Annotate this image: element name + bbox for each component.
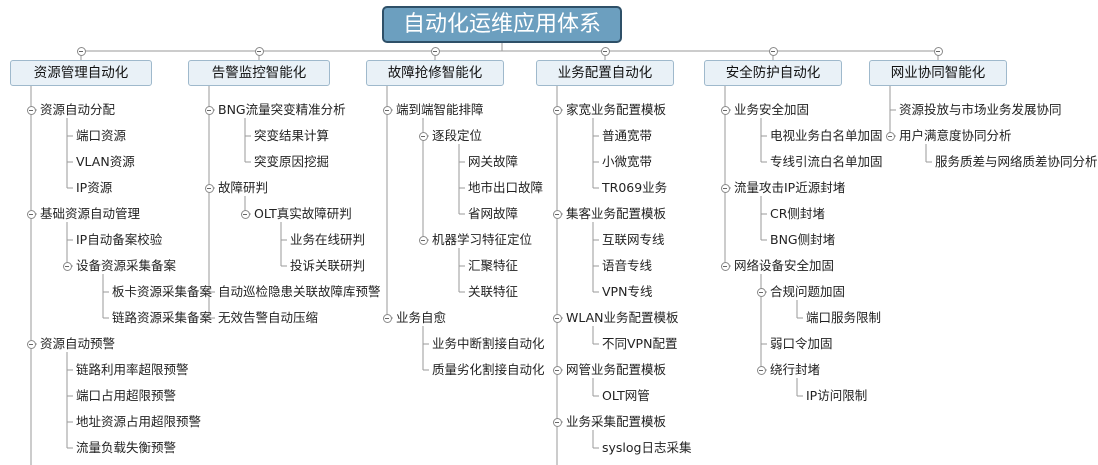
collapse-toggle-icon[interactable]	[600, 46, 610, 56]
collapse-toggle-icon[interactable]	[76, 46, 86, 56]
collapse-toggle-icon[interactable]	[885, 131, 895, 141]
tree-node[interactable]: 端到端智能排障	[396, 102, 484, 117]
tree-node[interactable]: 流量负载失衡预警	[76, 440, 177, 455]
tree-node[interactable]: 网关故障	[468, 154, 519, 169]
collapse-toggle-icon[interactable]	[204, 183, 214, 193]
tree-node[interactable]: 突变结果计算	[254, 128, 330, 143]
tree-node[interactable]: 网管业务配置模板	[566, 362, 667, 377]
collapse-toggle-icon[interactable]	[418, 131, 428, 141]
tree-node[interactable]: 资源自动分配	[40, 102, 116, 117]
tree-node[interactable]: 集客业务配置模板	[566, 206, 667, 221]
tree-node[interactable]: BNG侧封堵	[770, 232, 836, 247]
tree-node[interactable]: 语音专线	[602, 258, 653, 273]
collapse-toggle-icon[interactable]	[720, 183, 730, 193]
collapse-toggle-icon[interactable]	[933, 46, 943, 56]
tree-node[interactable]: 端口占用超限预警	[76, 388, 177, 403]
tree-node[interactable]: 业务中断割接自动化	[432, 336, 545, 351]
collapse-toggle-icon[interactable]	[430, 46, 440, 56]
tree-node[interactable]: 服务质差与网络质差协同分析	[935, 154, 1098, 169]
tree-node[interactable]: 电视业务白名单加固	[770, 128, 883, 143]
tree-node[interactable]: 流量攻击IP近源封堵	[734, 180, 846, 195]
branch-node[interactable]: 告警监控智能化	[188, 60, 330, 86]
tree-node[interactable]: VPN专线	[602, 284, 653, 299]
collapse-toggle-icon[interactable]	[552, 365, 562, 375]
tree-node[interactable]: IP资源	[76, 180, 113, 195]
branch-node[interactable]: 安全防护自动化	[704, 60, 842, 86]
tree-node[interactable]: 业务在线研判	[290, 232, 366, 247]
tree-node[interactable]: 网络设备安全加固	[734, 258, 835, 273]
collapse-toggle-icon[interactable]	[720, 261, 730, 271]
tree-node[interactable]: 小微宽带	[602, 154, 653, 169]
tree-node[interactable]: OLT真实故障研判	[254, 206, 352, 221]
collapse-toggle-icon[interactable]	[240, 209, 250, 219]
tree-node[interactable]: 不同VPN配置	[602, 336, 678, 351]
collapse-toggle-icon[interactable]	[62, 261, 72, 271]
tree-node[interactable]: 汇聚特征	[468, 258, 519, 273]
branch-node[interactable]: 网业协同智能化	[869, 60, 1007, 86]
collapse-toggle-icon[interactable]	[254, 46, 264, 56]
tree-node[interactable]: 质量劣化割接自动化	[432, 362, 545, 377]
collapse-toggle-icon[interactable]	[418, 235, 428, 245]
tree-node[interactable]: 互联网专线	[602, 232, 665, 247]
tree-node[interactable]: OLT网管	[602, 388, 650, 403]
tree-node[interactable]: 地址资源占用超限预警	[76, 414, 202, 429]
tree-node[interactable]: 专线引流白名单加固	[770, 154, 883, 169]
root-title: 自动化运维应用体系	[382, 6, 622, 43]
tree-node[interactable]: 自动巡检隐患关联故障库预警	[218, 284, 381, 299]
tree-node[interactable]: 省网故障	[468, 206, 519, 221]
tree-node[interactable]: 投诉关联研判	[290, 258, 366, 273]
collapse-toggle-icon[interactable]	[756, 287, 766, 297]
branch-node[interactable]: 故障抢修智能化	[366, 60, 504, 86]
tree-node[interactable]: 端口服务限制	[806, 310, 882, 325]
tree-node[interactable]: 故障研判	[218, 180, 269, 195]
collapse-toggle-icon[interactable]	[552, 209, 562, 219]
tree-node[interactable]: 链路利用率超限预警	[76, 362, 189, 377]
tree-node[interactable]: 弱口令加固	[770, 336, 833, 351]
tree-node[interactable]: 地市出口故障	[468, 180, 544, 195]
tree-node[interactable]: 关联特征	[468, 284, 519, 299]
collapse-toggle-icon[interactable]	[26, 105, 36, 115]
collapse-toggle-icon[interactable]	[552, 105, 562, 115]
tree-node[interactable]: 逐段定位	[432, 128, 483, 143]
tree-node[interactable]: syslog日志采集	[602, 440, 692, 455]
collapse-toggle-icon[interactable]	[204, 105, 214, 115]
collapse-toggle-icon[interactable]	[720, 105, 730, 115]
collapse-toggle-icon[interactable]	[756, 365, 766, 375]
tree-node[interactable]: 突变原因挖掘	[254, 154, 330, 169]
tree-node[interactable]: 板卡资源采集备案	[112, 284, 213, 299]
collapse-toggle-icon[interactable]	[768, 46, 778, 56]
tree-node[interactable]: 资源自动预警	[40, 336, 116, 351]
tree-node[interactable]: IP访问限制	[806, 388, 868, 403]
tree-node[interactable]: 设备资源采集备案	[76, 258, 177, 273]
tree-node[interactable]: WLAN业务配置模板	[566, 310, 679, 325]
tree-node[interactable]: 基础资源自动管理	[40, 206, 141, 221]
tree-node[interactable]: 业务自愈	[396, 310, 447, 325]
collapse-toggle-icon[interactable]	[26, 339, 36, 349]
tree-node[interactable]: BNG流量突变精准分析	[218, 102, 346, 117]
tree-node[interactable]: VLAN资源	[76, 154, 135, 169]
collapse-toggle-icon[interactable]	[552, 313, 562, 323]
branch-node[interactable]: 资源管理自动化	[10, 60, 152, 86]
collapse-toggle-icon[interactable]	[382, 105, 392, 115]
tree-node[interactable]: 业务安全加固	[734, 102, 810, 117]
tree-node[interactable]: IP自动备案校验	[76, 232, 163, 247]
branch-node[interactable]: 业务配置自动化	[536, 60, 674, 86]
collapse-toggle-icon[interactable]	[26, 209, 36, 219]
tree-node[interactable]: 绕行封堵	[770, 362, 821, 377]
tree-node[interactable]: 机器学习特征定位	[432, 232, 533, 247]
tree-node[interactable]: CR侧封堵	[770, 206, 825, 221]
tree-node[interactable]: 端口资源	[76, 128, 127, 143]
tree-node[interactable]: 业务采集配置模板	[566, 414, 667, 429]
tree-node[interactable]: 无效告警自动压缩	[218, 310, 319, 325]
tree-node[interactable]: 用户满意度协同分析	[899, 128, 1012, 143]
collapse-toggle-icon[interactable]	[382, 313, 392, 323]
tree-node[interactable]: 合规问题加固	[770, 284, 846, 299]
tree-node[interactable]: 链路资源采集备案	[112, 310, 213, 325]
collapse-toggle-icon[interactable]	[552, 417, 562, 427]
tree-node[interactable]: 资源投放与市场业务发展协同	[899, 102, 1062, 117]
tree-node[interactable]: TR069业务	[602, 180, 668, 195]
tree-node[interactable]: 家宽业务配置模板	[566, 102, 667, 117]
tree-node[interactable]: 普通宽带	[602, 128, 653, 143]
